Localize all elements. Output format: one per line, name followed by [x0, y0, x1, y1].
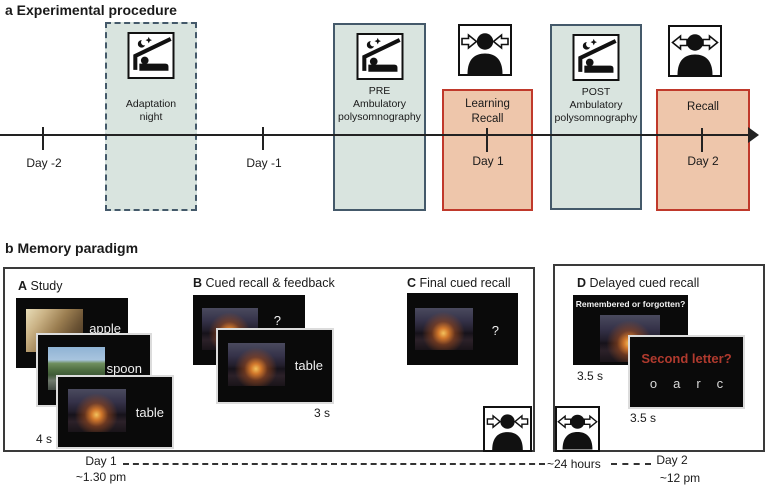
delayed-recall-panel-title: Delayed cued recall	[589, 276, 700, 290]
final-recall-card: ?	[407, 293, 518, 365]
pre-label-line3: polysomnography	[338, 110, 421, 123]
study-panel-label: A Study	[18, 279, 62, 293]
delayed-recall-duration-1-label: 3.5 s	[577, 369, 604, 383]
sleep-house-icon	[572, 34, 620, 81]
option-letter-1: o	[649, 376, 658, 391]
second-letter-prompt: Second letter?	[641, 351, 732, 366]
retrieval-person-icon	[555, 406, 600, 452]
learning-recall-box: Learning Recall	[442, 89, 533, 211]
memory-paradigm-title: b Memory paradigm	[5, 240, 139, 256]
post-label-line2: Ambulatory	[569, 98, 623, 111]
timeline	[0, 134, 750, 136]
cued-recall-panel-label: B Cued recall & feedback	[193, 276, 335, 290]
study-duration-label: 4 s	[36, 432, 53, 446]
study-card-3: table	[56, 375, 174, 449]
tick-day-minus-2	[42, 127, 44, 150]
tick-day-1	[486, 128, 488, 152]
footer-day-1-label: Day 1	[85, 454, 117, 468]
remembered-or-forgotten-prompt: Remembered or forgotten?	[575, 299, 686, 309]
timeline-arrow-icon	[748, 127, 759, 143]
adaptation-night-box: Adaptation night	[105, 22, 197, 211]
day-minus-1-label: Day -1	[246, 156, 282, 170]
delayed-recall-duration-2-label: 3.5 s	[630, 411, 657, 425]
cued-recall-picture-2	[228, 343, 285, 386]
study-panel-letter: A	[18, 279, 28, 293]
final-recall-question-mark: ?	[491, 323, 499, 338]
sleep-house-icon	[356, 33, 403, 80]
recall-box: Recall	[656, 89, 750, 211]
letter-options-row: o a r c	[630, 376, 743, 391]
tick-day-2	[701, 128, 703, 152]
interval-label: ~24 hours	[547, 457, 601, 471]
footer-time-2-label: ~12 pm	[659, 471, 701, 485]
pre-polysomnography-box: PRE Ambulatory polysomnography	[333, 23, 426, 211]
delayed-recall-panel-letter: D	[577, 276, 587, 290]
cued-recall-panel-letter: B	[193, 276, 203, 290]
delayed-recall-panel-label: D Delayed cued recall	[577, 276, 699, 290]
interval-dashed-line	[123, 463, 545, 465]
encoding-person-icon	[458, 24, 512, 76]
final-recall-panel-title: Final cued recall	[419, 276, 511, 290]
post-label-line1: POST	[581, 86, 611, 98]
cued-recall-feedback-word: table	[294, 358, 323, 373]
learning-label-line2: Recall	[471, 112, 504, 125]
option-letter-2: a	[673, 376, 681, 391]
study-panel-title: Study	[30, 279, 63, 293]
footer-day-2-label: Day 2	[656, 453, 688, 467]
cued-recall-duration-label: 3 s	[314, 406, 331, 420]
option-letter-4: c	[716, 376, 724, 391]
adaptation-label-line2: night	[139, 110, 163, 123]
encoding-person-icon	[483, 406, 532, 452]
cued-recall-question-mark: ?	[273, 313, 281, 328]
day-2-label: Day 2	[687, 154, 719, 168]
delayed-recall-card-2: Second letter? o a r c	[628, 335, 745, 409]
study-word-3: table	[135, 405, 164, 420]
day-1-label: Day 1	[472, 154, 504, 168]
final-recall-panel-label: C Final cued recall	[407, 276, 511, 290]
cued-recall-panel-title: Cued recall & feedback	[205, 276, 335, 290]
recall-label-line1: Recall	[687, 101, 719, 113]
sleep-house-icon	[127, 32, 175, 79]
adaptation-label-line1: Adaptation	[125, 98, 177, 110]
final-recall-panel-letter: C	[407, 276, 417, 290]
option-letter-3: r	[696, 376, 701, 391]
post-label-line3: polysomnography	[554, 111, 638, 124]
pre-label-line1: PRE	[368, 85, 391, 97]
tick-day-minus-1	[262, 127, 264, 150]
interval-dashed-line	[611, 463, 651, 465]
learning-label-line1: Learning	[465, 98, 510, 110]
retrieval-person-icon	[668, 25, 722, 77]
footer-time-1-label: ~1.30 pm	[75, 470, 127, 484]
study-picture-3	[68, 389, 126, 432]
experimental-procedure-title: a Experimental procedure	[5, 2, 177, 18]
study-word-1: apple	[89, 321, 121, 336]
study-word-2: spoon	[106, 361, 142, 376]
day-minus-2-label: Day -2	[26, 156, 62, 170]
pre-label-line2: Ambulatory	[352, 97, 407, 110]
post-polysomnography-box: POST Ambulatory polysomnography	[550, 24, 642, 210]
final-recall-picture	[415, 308, 473, 350]
cued-recall-card-2: table	[216, 328, 334, 404]
